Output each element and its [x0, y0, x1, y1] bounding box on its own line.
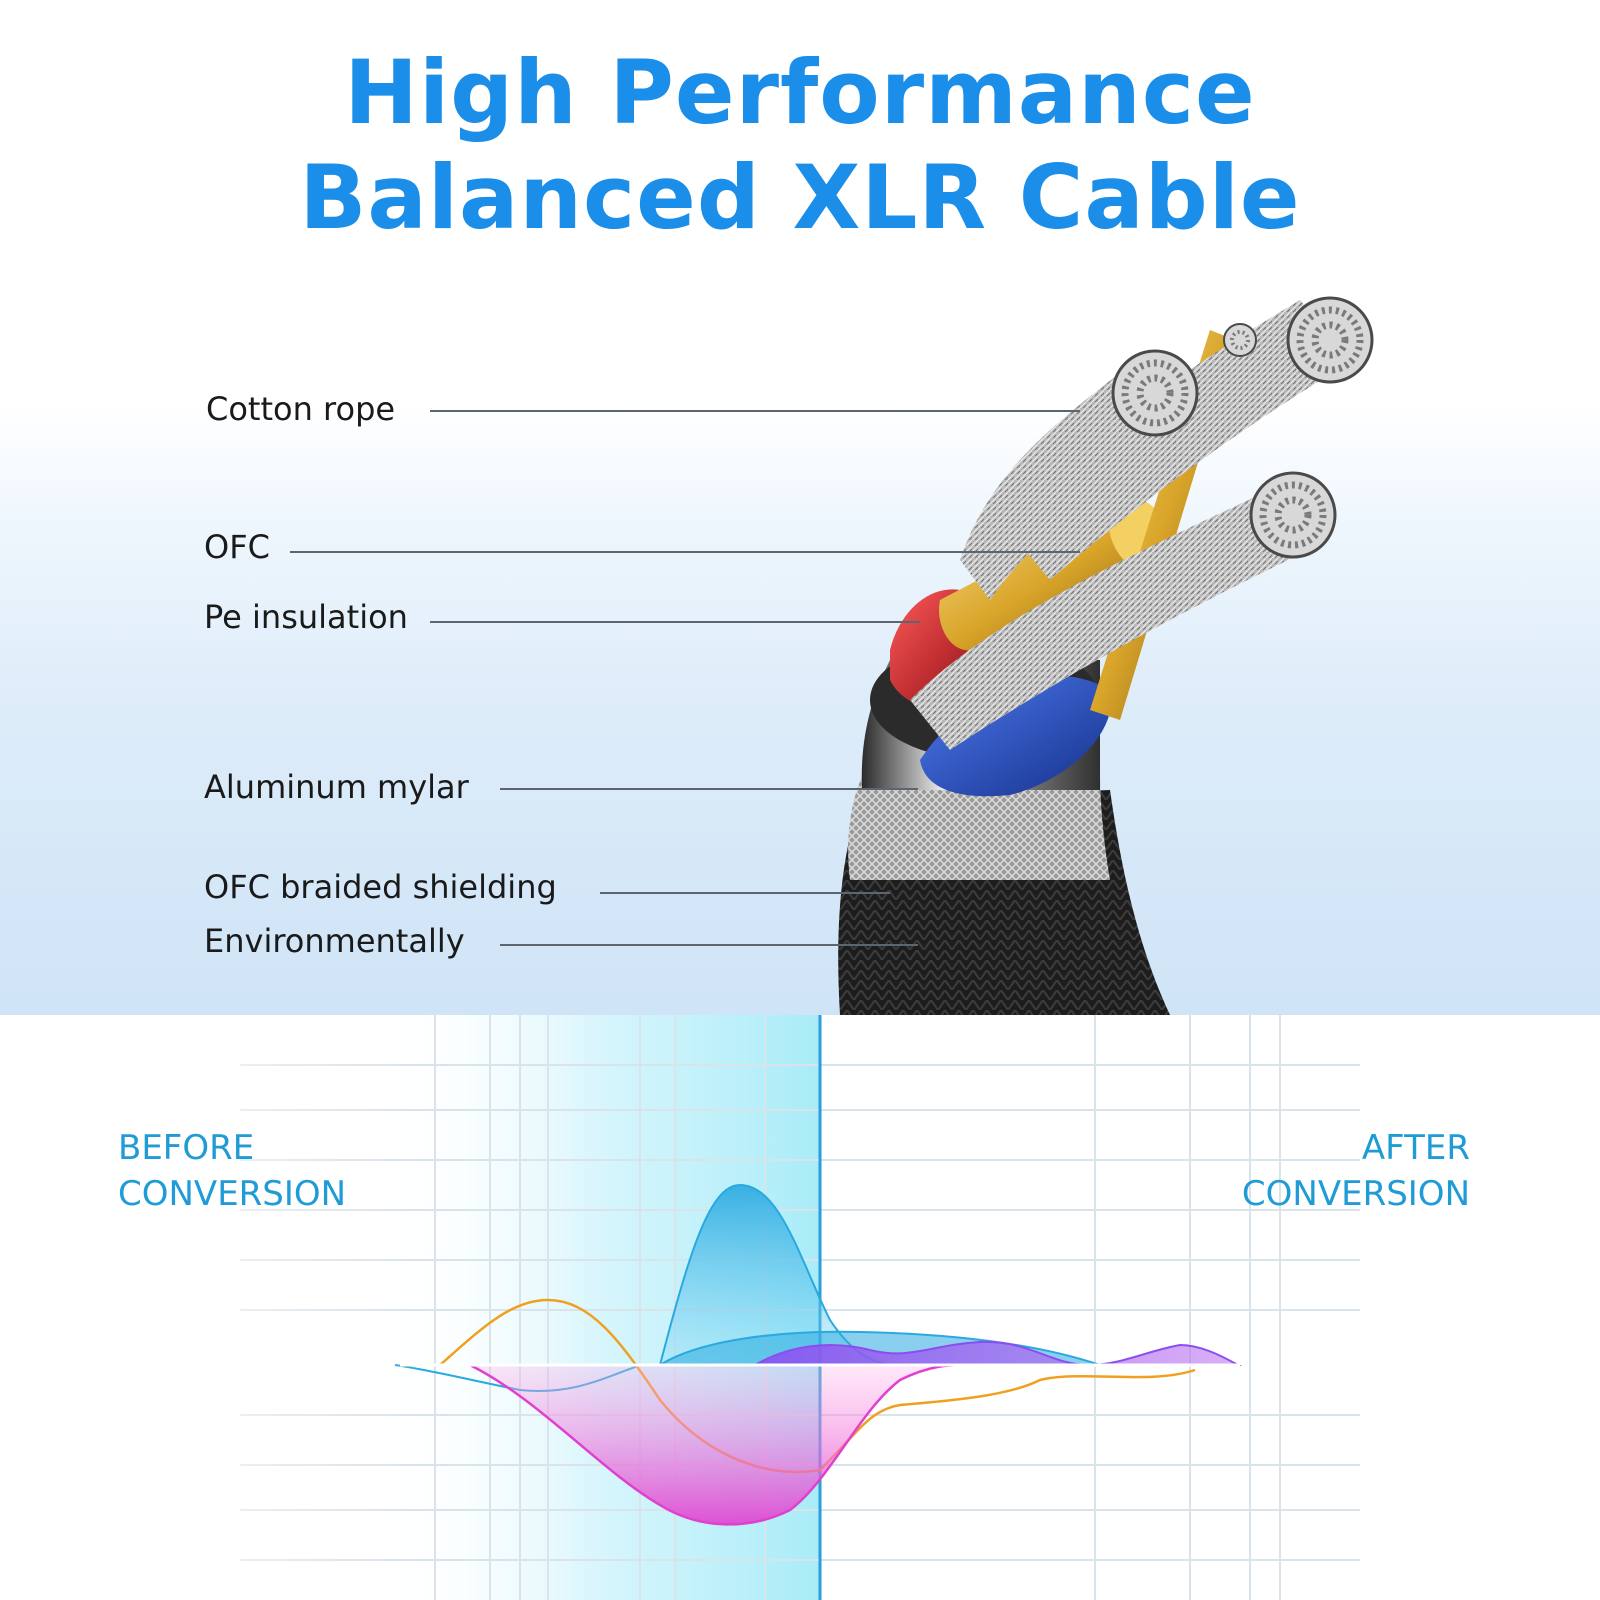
before-line-1: BEFORE — [118, 1128, 255, 1168]
silver-strand-bundle-2 — [1000, 300, 1355, 580]
title-line-2: Balanced XLR Cable — [299, 146, 1301, 249]
before-conversion-label: BEFORE CONVERSION — [118, 1125, 346, 1217]
leader-ofc — [290, 551, 1080, 553]
after-conversion-label: AFTER CONVERSION — [1242, 1125, 1470, 1217]
label-environmentally: Environmentally — [204, 922, 465, 960]
label-pe-insulation: Pe insulation — [204, 598, 408, 636]
leader-cotton-rope — [430, 410, 1080, 412]
braided-shield — [848, 770, 1110, 880]
before-line-2: CONVERSION — [118, 1174, 347, 1214]
blue-insulation — [920, 675, 1112, 797]
label-aluminum-mylar: Aluminum mylar — [204, 768, 469, 806]
purple-wave — [751, 1340, 1242, 1367]
leader-aluminum-mylar — [500, 788, 918, 790]
strand-end-cotton — [1111, 349, 1199, 437]
label-ofc-braided-shielding: OFC braided shielding — [204, 868, 557, 906]
left-fade-overlay — [0, 1015, 420, 1600]
after-line-2: CONVERSION — [1241, 1174, 1470, 1214]
leader-environmentally — [500, 944, 918, 946]
leader-pe-insulation — [430, 621, 920, 623]
strand-end-small — [1223, 323, 1257, 357]
leader-ofc-braided-shielding — [600, 892, 890, 894]
strand-end-lower — [1249, 471, 1337, 559]
strand-end-upper — [1286, 296, 1374, 384]
label-ofc: OFC — [204, 528, 270, 566]
silver-strand-bundle-1 — [910, 490, 1320, 750]
label-cotton-rope: Cotton rope — [206, 390, 396, 428]
page-title: High Performance Balanced XLR Cable — [0, 40, 1600, 250]
after-line-1: AFTER — [1361, 1128, 1470, 1168]
title-line-1: High Performance — [344, 41, 1256, 144]
magenta-wave — [469, 1363, 966, 1526]
